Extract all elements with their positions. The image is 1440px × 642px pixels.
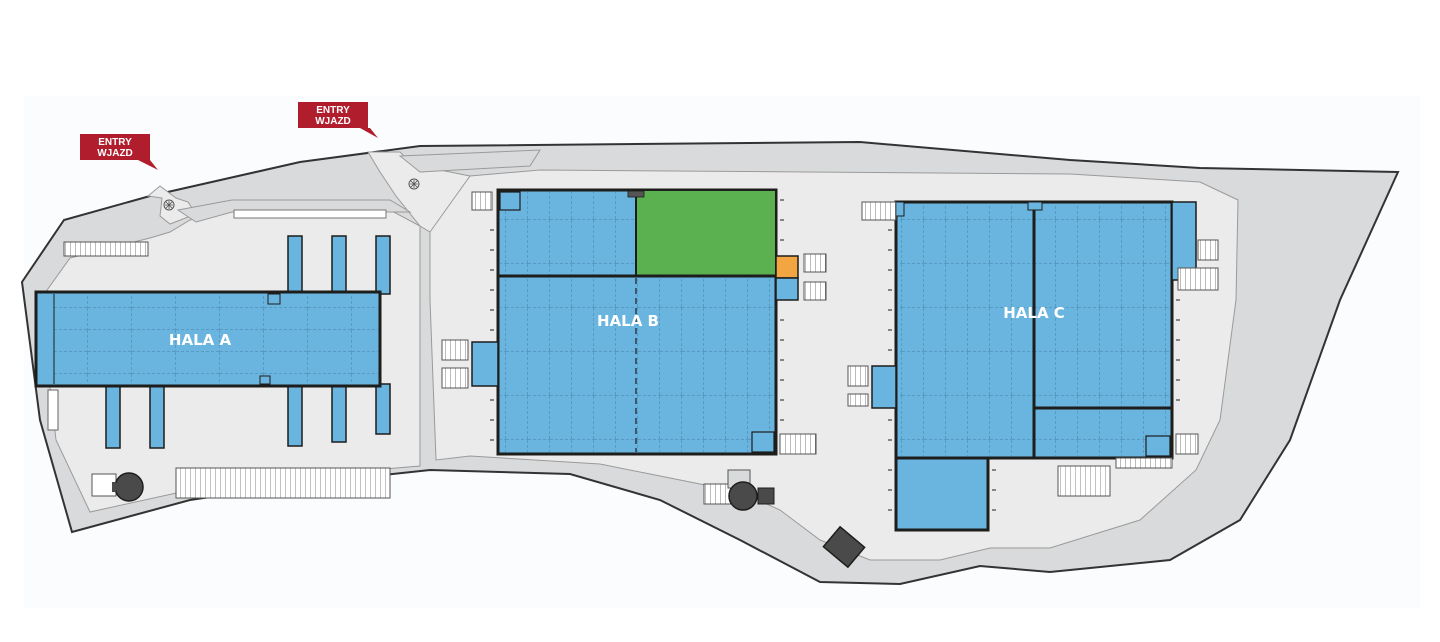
entry-label-line1: ENTRY xyxy=(98,137,132,148)
parking-row xyxy=(63,241,149,257)
dock-doors xyxy=(490,199,1180,511)
annex-blue xyxy=(775,277,799,301)
annex-orange xyxy=(775,255,799,279)
gate-island xyxy=(398,149,541,173)
tree-icon xyxy=(163,199,175,211)
annex-blue xyxy=(1171,201,1197,281)
entry-marker-west: ENTRY WJAZD xyxy=(80,134,158,170)
entry-label-line1: ENTRY xyxy=(316,105,350,116)
hala-b[interactable]: HALA B xyxy=(496,188,778,456)
water-tank-icon xyxy=(112,472,144,502)
tree-icon xyxy=(408,178,420,190)
water-tank-icon xyxy=(728,481,775,511)
parking-row xyxy=(175,467,391,499)
entry-label-line2: WJAZD xyxy=(97,148,133,159)
annex-blue xyxy=(471,341,499,387)
parking-blocks-hala-c xyxy=(847,201,1219,497)
hala-b-label: HALA B xyxy=(597,312,659,330)
hala-c[interactable]: HALA C xyxy=(894,200,1174,532)
entry-label-line2: WJAZD xyxy=(315,116,351,127)
hala-c-label: HALA C xyxy=(1003,304,1065,322)
entry-marker-north: ENTRY WJAZD xyxy=(298,102,378,138)
office-green xyxy=(635,189,777,277)
hala-a-label: HALA A xyxy=(169,331,232,349)
parking-row xyxy=(47,389,59,431)
annex-blue xyxy=(871,365,897,409)
utility-building xyxy=(822,525,866,569)
truck-docks-hala-a xyxy=(105,235,391,449)
parking-row xyxy=(233,209,387,219)
hala-a[interactable]: HALA A xyxy=(34,290,382,388)
